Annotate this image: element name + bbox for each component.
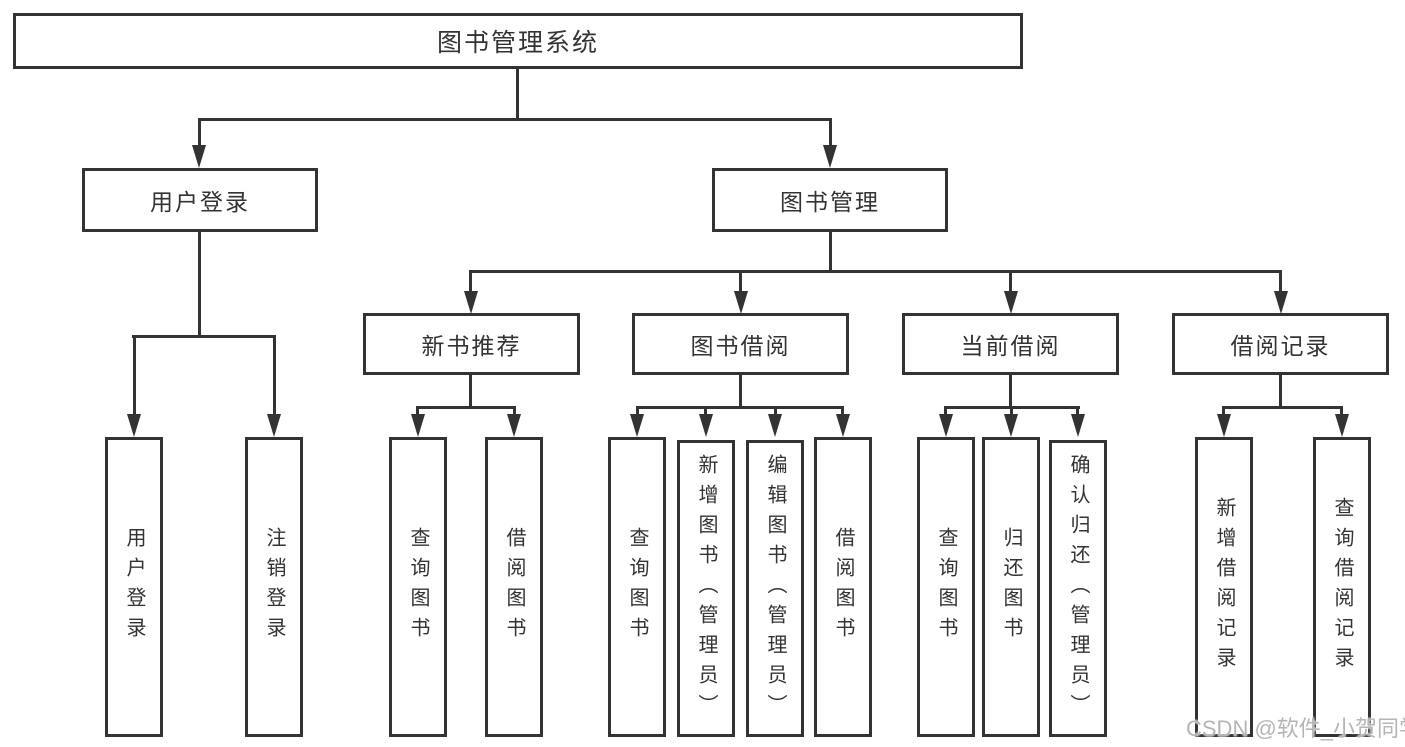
node-user-login: 用户登录 [82,168,318,232]
arrow-down-icon [823,145,837,168]
connector-line [469,270,1282,273]
node-borrowing-records: 借阅记录 [1172,313,1389,375]
connector-line [416,406,516,409]
connector-line [273,335,276,415]
arrow-down-icon [768,414,782,437]
arrow-down-icon [464,291,478,314]
connector-line [636,406,844,409]
leaf-user-login: 用户登录 [105,437,163,737]
arrow-down-icon [1004,414,1018,437]
arrow-down-icon [699,414,713,437]
leaf-nb-query-books: 查询图书 [389,437,447,737]
node-current-borrowing: 当前借阅 [902,313,1119,375]
connector-line [739,375,742,407]
leaf-bb-borrow-books: 借阅图书 [814,437,872,737]
node-book-management: 图书管理 [712,168,948,232]
connector-line [1009,375,1012,407]
connector-line [133,335,136,415]
arrow-down-icon [507,414,521,437]
connector-line [704,406,707,418]
connector-line [1222,406,1225,418]
leaf-cb-confirm-return-admin: 确认归还（管理员） [1049,440,1107,737]
arrow-down-icon [1217,414,1231,437]
leaf-logout-login: 注销登录 [245,437,303,737]
node-book-borrowing: 图书借阅 [632,313,849,375]
connector-line [516,69,519,118]
connector-line [1010,406,1013,418]
connector-line [944,406,947,418]
leaf-br-query-borrow-record: 查询借阅记录 [1313,437,1371,737]
connector-line [132,335,276,338]
leaf-cb-query-books: 查询图书 [917,437,975,737]
connector-line [829,232,832,272]
connector-line [469,270,472,292]
connector-line [416,406,419,418]
leaf-nb-borrow-books: 借阅图书 [485,437,543,737]
leaf-bb-edit-books-admin: 编辑图书（管理员） [746,440,804,737]
arrow-down-icon [1004,291,1018,314]
connector-line [1222,406,1343,409]
connector-line [1279,270,1282,292]
connector-line [198,232,201,336]
connector-line [198,118,201,146]
connector-line [1076,406,1079,418]
arrow-down-icon [734,291,748,314]
connector-line [1279,375,1282,407]
connector-line [1009,270,1012,292]
connector-line [469,375,472,407]
arrow-down-icon [127,414,141,437]
connector-line [513,406,516,418]
arrow-down-icon [1071,414,1085,437]
arrow-down-icon [411,414,425,437]
node-new-book-recommend: 新书推荐 [363,313,580,375]
leaf-cb-return-books: 归还图书 [982,437,1040,737]
arrow-down-icon [939,414,953,437]
leaf-bb-add-books-admin: 新增图书（管理员） [677,440,735,737]
leaf-br-add-borrow-record: 新增借阅记录 [1195,437,1253,737]
connector-line [739,270,742,292]
arrow-down-icon [192,145,206,168]
arrow-down-icon [1335,414,1349,437]
connector-line [636,406,639,418]
connector-line [774,406,777,418]
arrow-down-icon [267,414,281,437]
connector-line [1340,406,1343,418]
arrow-down-icon [836,414,850,437]
node-root: 图书管理系统 [13,13,1023,69]
connector-line [841,406,844,418]
connector-line [198,118,832,121]
watermark: CSDN @软件_小贺同学 [1186,716,1405,741]
leaf-bb-query-books: 查询图书 [608,437,666,737]
connector-line [829,118,832,146]
arrow-down-icon [630,414,644,437]
arrow-down-icon [1274,291,1288,314]
